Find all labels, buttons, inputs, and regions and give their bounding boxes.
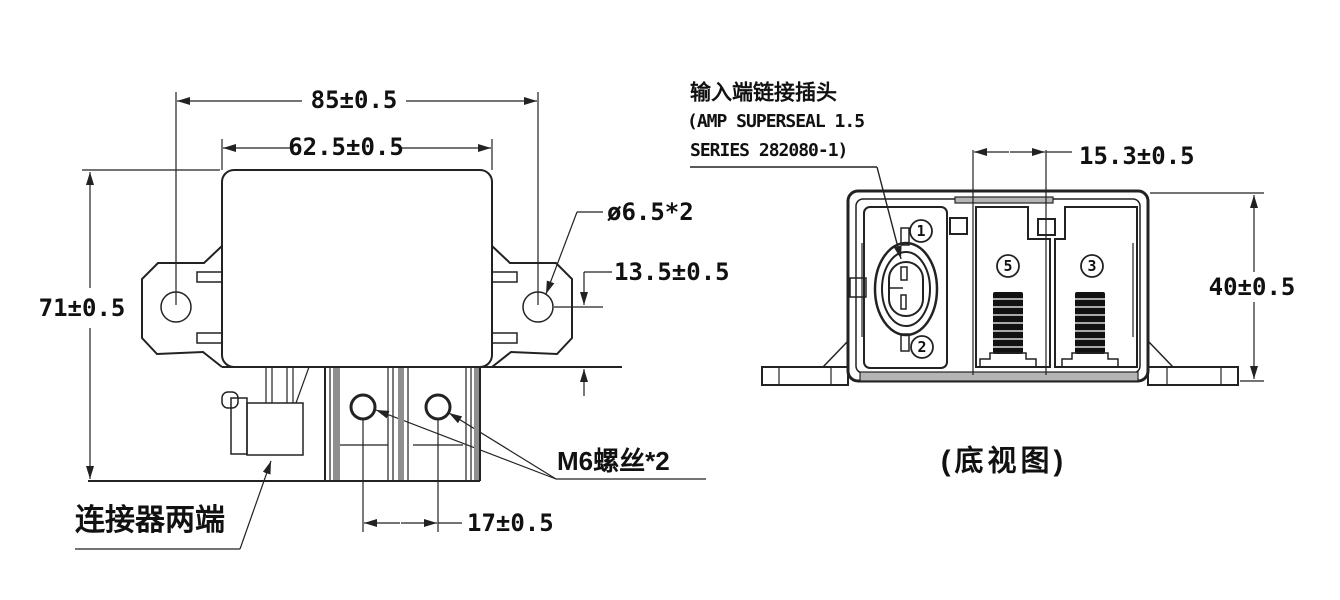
label-connector-ends: 连接器两端 [75, 504, 225, 537]
label-hole-diameter: ø6.5*2 [607, 198, 694, 226]
label-input-plug-title: 输入端链接插头 [690, 81, 837, 105]
label-m6-screws: M6螺丝*2 [557, 446, 670, 476]
terminal-3-number: 3 [1087, 257, 1096, 275]
front-body [88, 169, 622, 482]
dim-terminal-spacing: 15.3±0.5 [1079, 142, 1195, 170]
mounting-hole-right [522, 291, 554, 323]
base-ribs [329, 367, 472, 481]
terminal-1-number: 1 [916, 222, 925, 240]
dim-body-width: 62.5±0.5 [288, 133, 404, 161]
dim-total-height: 71±0.5 [38, 294, 126, 322]
m6-screws [349, 393, 452, 421]
terminal-5-circle [996, 254, 1020, 278]
bottom-view: 1 2 5 3 [690, 148, 1264, 386]
compartments [863, 206, 1138, 369]
front-dimension-lines [75, 97, 706, 550]
terminal-5-number: 5 [1003, 257, 1012, 275]
input-plug [849, 227, 939, 352]
front-view [75, 92, 706, 550]
terminal-1-circle [909, 219, 933, 243]
base-rib-fills [333, 368, 479, 480]
plug-leader [690, 166, 902, 260]
dim-body-depth: 40±0.5 [1208, 273, 1296, 301]
dim-hole-to-base: 13.5±0.5 [614, 258, 730, 286]
bottom-view-caption: (底视图) [940, 445, 1068, 478]
terminal-3-circle [1080, 254, 1104, 278]
dim-screw-spacing: 17±0.5 [467, 509, 554, 537]
mounting-hole-left [160, 291, 192, 323]
terminal-2-number: 2 [917, 338, 926, 356]
label-input-plug-series-2: SERIES 282080-1) [690, 140, 848, 161]
bottom-flanges [761, 340, 1239, 386]
terminal-markers: 1 2 5 3 [909, 219, 1104, 359]
terminal-2-circle [910, 335, 934, 359]
front-details [160, 271, 554, 344]
stud-3 [1061, 292, 1119, 367]
label-input-plug-series-1: (AMP SUPERSEAL 1.5 [687, 111, 865, 132]
bottom-body [846, 189, 1150, 383]
stud-5 [979, 292, 1037, 367]
connector-assembly [221, 366, 310, 456]
front-extension-lines [82, 92, 603, 308]
bottom-dimension-lines [972, 148, 1264, 382]
dim-mounting-hole-spacing: 85±0.5 [310, 86, 398, 114]
